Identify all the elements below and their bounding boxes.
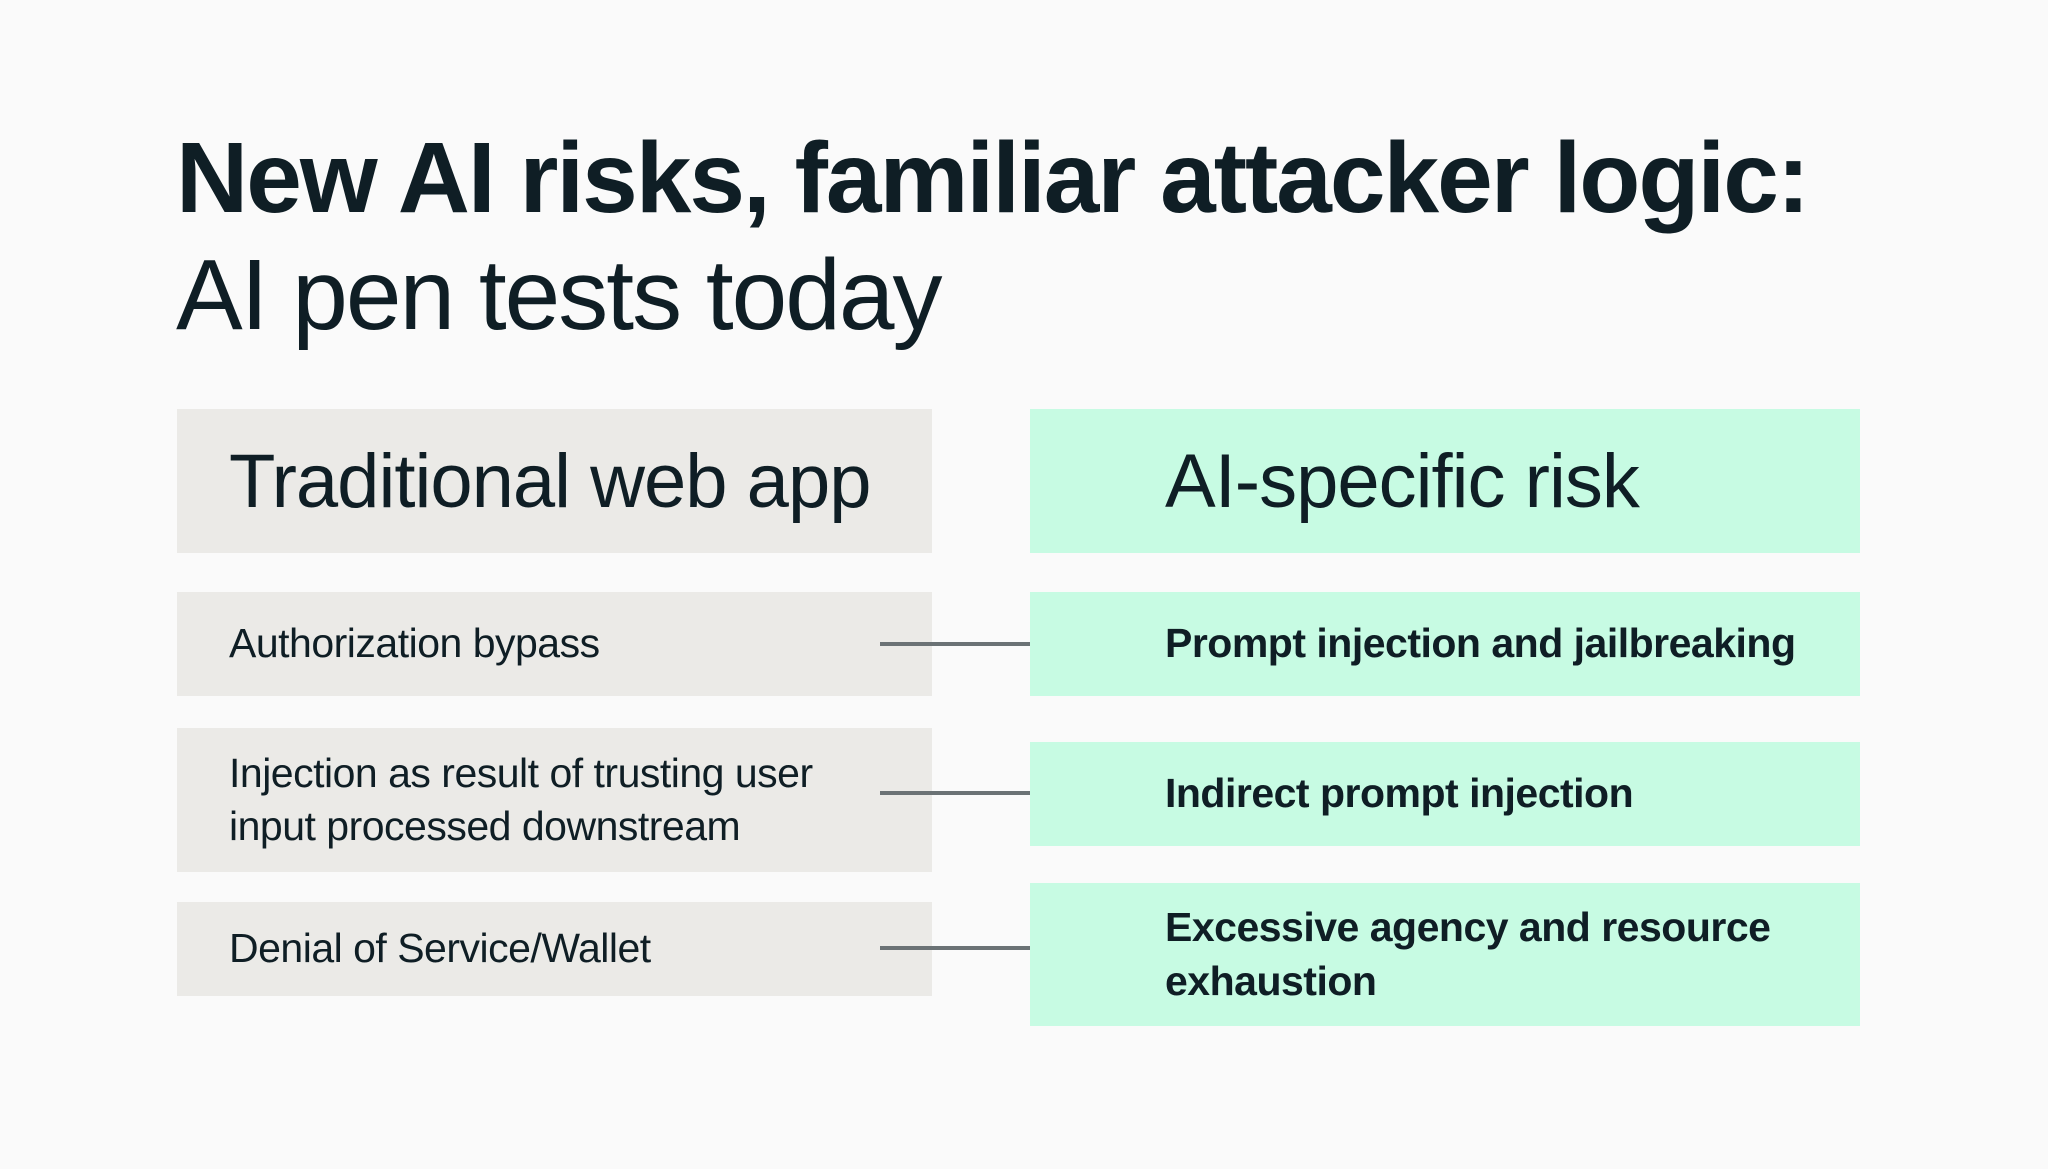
ai-risk-row-1: Prompt injection and jailbreaking — [1030, 592, 1860, 696]
traditional-row-3: Denial of Service/Wallet — [177, 902, 932, 996]
ai-risk-row-2: Indirect prompt injection — [1030, 742, 1860, 846]
ai-risk-header-box: AI-specific risk — [1030, 409, 1860, 553]
ai-risk-header: AI-specific risk — [1165, 438, 1640, 524]
ai-risk-row-3: Excessive agency and resource exhaustion — [1030, 883, 1860, 1026]
traditional-row-1: Authorization bypass — [177, 592, 932, 696]
slide-subtitle: AI pen tests today — [176, 239, 942, 351]
slide-title: New AI risks, familiar attacker logic: — [176, 122, 1810, 234]
traditional-item-3: Denial of Service/Wallet — [229, 925, 651, 972]
ai-risk-item-1: Prompt injection and jailbreaking — [1165, 620, 1796, 667]
traditional-header-box: Traditional web app — [177, 409, 932, 553]
traditional-item-2: Injection as result of trusting user inp… — [229, 749, 813, 849]
ai-risk-item-3: Excessive agency and resource exhaustion — [1165, 904, 1771, 1004]
traditional-item-1: Authorization bypass — [229, 620, 600, 667]
traditional-header: Traditional web app — [229, 438, 871, 524]
ai-risk-item-2: Indirect prompt injection — [1165, 770, 1634, 817]
traditional-row-2: Injection as result of trusting user inp… — [177, 728, 932, 872]
